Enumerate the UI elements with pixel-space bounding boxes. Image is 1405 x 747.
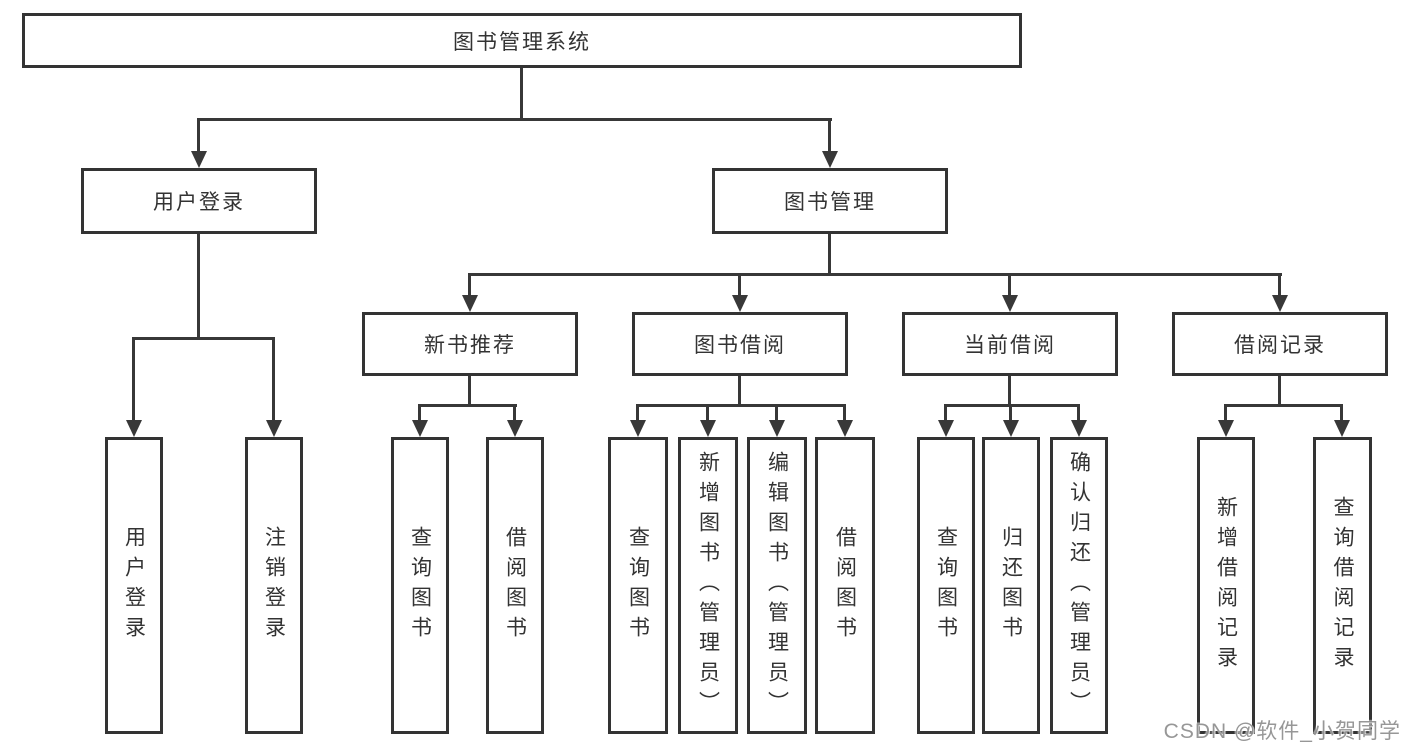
leaf-borrow-books-recommend: 借阅图书 <box>486 437 544 734</box>
node-new-book-recommend: 新书推荐 <box>362 312 578 376</box>
connector <box>468 273 1282 276</box>
connector <box>513 404 516 422</box>
node-borrowing-records-label: 借阅记录 <box>1234 334 1326 357</box>
node-book-management-label: 图书管理 <box>784 191 876 214</box>
connector <box>706 404 709 422</box>
connector <box>1340 404 1343 422</box>
node-new-book-recommend-label: 新书推荐 <box>424 334 516 357</box>
node-root: 图书管理系统 <box>22 13 1022 68</box>
connector <box>944 404 1080 407</box>
leaf-user-login: 用户登录 <box>105 437 163 734</box>
arrowhead-down <box>769 420 785 437</box>
arrowhead-down <box>837 420 853 437</box>
leaf-logout-label: 注销登录 <box>262 525 286 646</box>
node-book-borrowing: 图书借阅 <box>632 312 848 376</box>
leaf-add-borrow-record-label: 新增借阅记录 <box>1214 495 1238 676</box>
leaf-logout: 注销登录 <box>245 437 303 734</box>
node-current-borrowing-label: 当前借阅 <box>964 334 1056 357</box>
connector <box>1008 273 1011 297</box>
connector <box>468 376 471 404</box>
leaf-edit-books-admin-label: 编辑图书（管理员） <box>765 450 789 721</box>
leaf-query-books-borrowing-label: 查询图书 <box>626 525 650 646</box>
node-root-label: 图书管理系统 <box>453 30 591 54</box>
connector <box>636 404 639 422</box>
connector <box>197 118 832 121</box>
connector <box>197 234 200 337</box>
connector <box>418 404 421 422</box>
leaf-query-books-current: 查询图书 <box>917 437 975 734</box>
node-book-management: 图书管理 <box>712 168 948 234</box>
arrowhead-down <box>1218 420 1234 437</box>
arrowhead-down <box>126 420 142 437</box>
connector <box>418 404 517 407</box>
leaf-query-borrow-record: 查询借阅记录 <box>1313 437 1372 734</box>
connector <box>1009 404 1012 422</box>
arrowhead-down <box>191 151 207 168</box>
connector <box>132 337 135 422</box>
connector <box>636 404 846 407</box>
connector <box>132 337 275 340</box>
connector <box>1278 376 1281 404</box>
leaf-add-books-admin-label: 新增图书（管理员） <box>696 450 720 721</box>
leaf-add-books-admin: 新增图书（管理员） <box>678 437 738 734</box>
arrowhead-down <box>1334 420 1350 437</box>
connector <box>738 273 741 297</box>
arrowhead-down <box>732 295 748 312</box>
leaf-query-borrow-record-label: 查询借阅记录 <box>1331 495 1354 676</box>
connector <box>1008 376 1011 404</box>
connector <box>828 118 831 154</box>
connector <box>520 68 523 118</box>
leaf-borrow-books-recommend-label: 借阅图书 <box>503 525 527 646</box>
node-borrowing-records: 借阅记录 <box>1172 312 1388 376</box>
leaf-borrow-books-borrowing-label: 借阅图书 <box>833 525 857 646</box>
connector <box>843 404 846 422</box>
connector <box>272 337 275 422</box>
leaf-return-books: 归还图书 <box>982 437 1040 734</box>
leaf-confirm-return-admin-label: 确认归还（管理员） <box>1067 450 1091 721</box>
connector <box>944 404 947 422</box>
arrowhead-down <box>700 420 716 437</box>
leaf-add-borrow-record: 新增借阅记录 <box>1197 437 1255 734</box>
arrowhead-down <box>1002 295 1018 312</box>
connector <box>1224 404 1227 422</box>
connector <box>738 376 741 404</box>
node-book-borrowing-label: 图书借阅 <box>694 334 786 357</box>
arrowhead-down <box>1003 420 1019 437</box>
leaf-query-books-current-label: 查询图书 <box>934 525 958 646</box>
node-current-borrowing: 当前借阅 <box>902 312 1118 376</box>
leaf-edit-books-admin: 编辑图书（管理员） <box>747 437 807 734</box>
arrowhead-down <box>822 151 838 168</box>
leaf-borrow-books-borrowing: 借阅图书 <box>815 437 875 734</box>
arrowhead-down <box>1272 295 1288 312</box>
connector <box>1278 273 1281 297</box>
node-user-login: 用户登录 <box>81 168 317 234</box>
connector <box>828 234 831 273</box>
leaf-query-books-borrowing: 查询图书 <box>608 437 668 734</box>
leaf-return-books-label: 归还图书 <box>999 525 1023 646</box>
leaf-query-books-recommend: 查询图书 <box>391 437 449 734</box>
node-user-login-label: 用户登录 <box>153 191 245 214</box>
arrowhead-down <box>412 420 428 437</box>
connector <box>197 118 200 154</box>
arrowhead-down <box>1071 420 1087 437</box>
arrowhead-down <box>938 420 954 437</box>
arrowhead-down <box>462 295 478 312</box>
connector <box>775 404 778 422</box>
csdn-watermark: CSDN @软件_小贺同学 <box>1163 720 1401 743</box>
connector <box>1077 404 1080 422</box>
arrowhead-down <box>266 420 282 437</box>
leaf-query-books-recommend-label: 查询图书 <box>408 525 432 646</box>
leaf-user-login-label: 用户登录 <box>122 525 146 646</box>
leaf-confirm-return-admin: 确认归还（管理员） <box>1050 437 1108 734</box>
connector <box>468 273 471 297</box>
arrowhead-down <box>630 420 646 437</box>
connector <box>1224 404 1343 407</box>
arrowhead-down <box>507 420 523 437</box>
